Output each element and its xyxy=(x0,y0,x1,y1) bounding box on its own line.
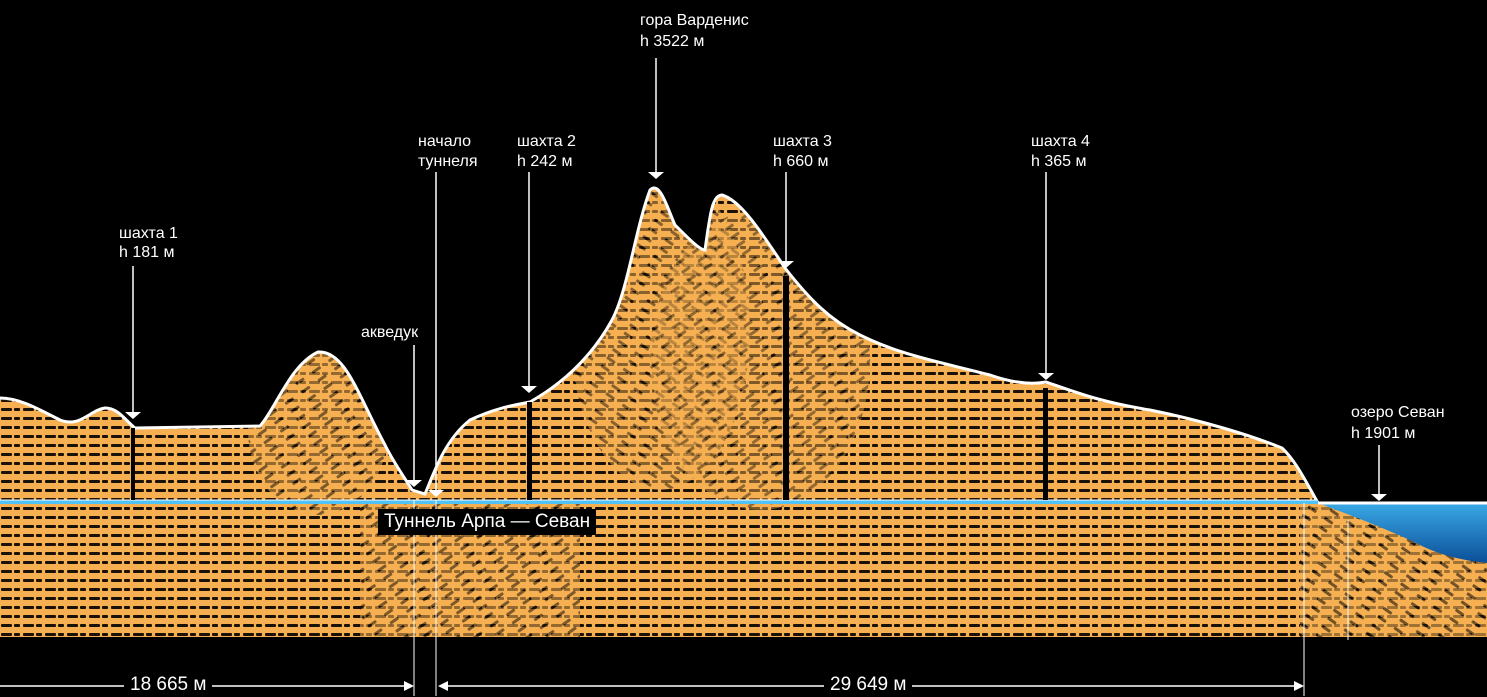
shaft-1 xyxy=(131,428,135,500)
arrow-lake xyxy=(1371,494,1387,501)
lake-sevan xyxy=(1318,503,1487,563)
shaft-2 xyxy=(527,402,532,500)
shaft-1-height-label: h 181 м xyxy=(119,244,175,261)
mountain-height-label: h 3522 м xyxy=(640,33,705,50)
shaft-4 xyxy=(1043,388,1048,500)
arrow-tunnel-start xyxy=(428,490,444,497)
arrow-shaft-1 xyxy=(125,412,141,419)
lake-height-label: h 1901 м xyxy=(1351,425,1416,442)
tunnel-start-label-line1: начало xyxy=(418,133,472,150)
arrow-shaft-3 xyxy=(778,261,794,268)
lake-name-label: озеро Севан xyxy=(1351,404,1445,421)
shaft-1-name-label: шахта 1 xyxy=(119,225,178,242)
dimension-arrow-right-end xyxy=(1294,681,1304,691)
arrow-shaft-4 xyxy=(1038,373,1054,380)
shaft-4-name-label: шахта 4 xyxy=(1031,133,1090,150)
dimension-arrow-right-start xyxy=(438,681,448,691)
mountain-name-label: гора Варденис xyxy=(640,12,749,29)
shaft-3-height-label: h 660 м xyxy=(773,153,829,170)
underground-terrain xyxy=(0,503,1487,637)
tunnel-name-label: Туннель Арпа — Севан xyxy=(378,509,597,535)
terrain-outline xyxy=(0,186,1320,504)
shaft-2-name-label: шахта 2 xyxy=(517,133,576,150)
arrow-shaft-2 xyxy=(521,386,537,393)
shaft-4-height-label: h 365 м xyxy=(1031,153,1087,170)
dimension-arrow-left-end xyxy=(404,681,414,691)
shaft-2-height-label: h 242 м xyxy=(517,153,573,170)
shaft-3 xyxy=(783,276,789,500)
tunnel-start-label-line2: туннеля xyxy=(418,153,478,170)
dimension-right-label: 29 649 м xyxy=(824,673,913,697)
arrow-aqueduct xyxy=(406,480,422,487)
aqueduct-label: акведук xyxy=(361,324,419,341)
dimension-left-label: 18 665 м xyxy=(124,673,213,697)
arrow-mountain xyxy=(648,172,664,179)
shaft-3-name-label: шахта 3 xyxy=(773,133,832,150)
